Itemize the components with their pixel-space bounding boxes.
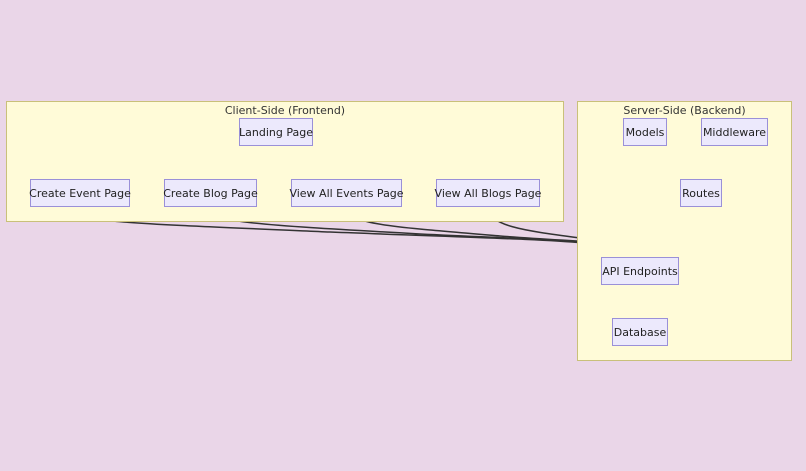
node-create-blog-page[interactable]: Create Blog Page (163, 179, 258, 207)
node-view-all-events-page[interactable]: View All Events Page (289, 179, 404, 207)
node-routes[interactable]: Routes (680, 179, 722, 207)
cluster-backend-title: Server-Side (Backend) (623, 104, 746, 117)
node-view-all-blogs-page[interactable]: View All Blogs Page (435, 179, 541, 207)
node-api-endpoints[interactable]: API Endpoints (601, 257, 679, 285)
node-middleware[interactable]: Middleware (701, 118, 768, 146)
cluster-frontend-title: Client-Side (Frontend) (224, 104, 346, 117)
node-models[interactable]: Models (623, 118, 667, 146)
node-database[interactable]: Database (612, 318, 668, 346)
node-create-event-page[interactable]: Create Event Page (29, 179, 131, 207)
node-landing-page[interactable]: Landing Page (239, 118, 313, 146)
